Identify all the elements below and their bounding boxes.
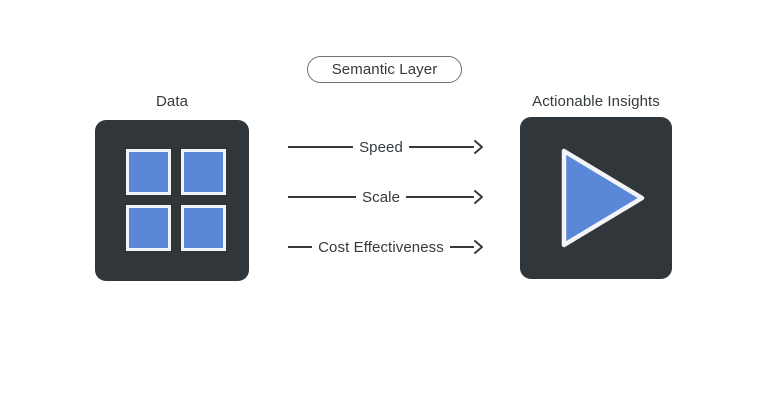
data-node-caption: Data [155,93,189,110]
data-node-block [95,120,249,281]
arrow-row-cost-effectiveness: Cost Effectiveness [288,236,484,258]
arrow-row-speed: Speed [288,136,484,158]
insights-node-caption: Actionable Insights [532,93,660,110]
arrow-line-left [288,246,313,248]
arrow-right-icon [474,190,483,204]
arrow-right-icon [474,240,483,254]
arrow-right-icon [474,140,483,154]
arrow-line-right [449,246,474,248]
arrow-line-right [406,196,474,198]
grid-four-squares-icon [126,149,226,255]
play-triangle-icon [558,145,646,251]
data-square-bottom-left [126,205,171,251]
arrow-label-cost-effectiveness: Cost Effectiveness [318,238,444,256]
arrow-line-left [288,146,354,148]
insights-node-block [520,117,672,279]
arrow-label-speed: Speed [359,138,403,156]
arrow-row-scale: Scale [288,186,484,208]
arrow-label-scale: Scale [361,188,401,206]
semantic-layer-label: Semantic Layer [331,61,438,78]
arrow-line-right [408,146,474,148]
arrow-line-left [288,196,356,198]
data-square-bottom-right [181,205,226,251]
semantic-layer-badge: Semantic Layer [307,56,462,83]
arrow-group: Speed Scale Cost Effectiveness [288,128,484,263]
data-square-top-left [126,149,171,195]
data-square-top-right [181,149,226,195]
